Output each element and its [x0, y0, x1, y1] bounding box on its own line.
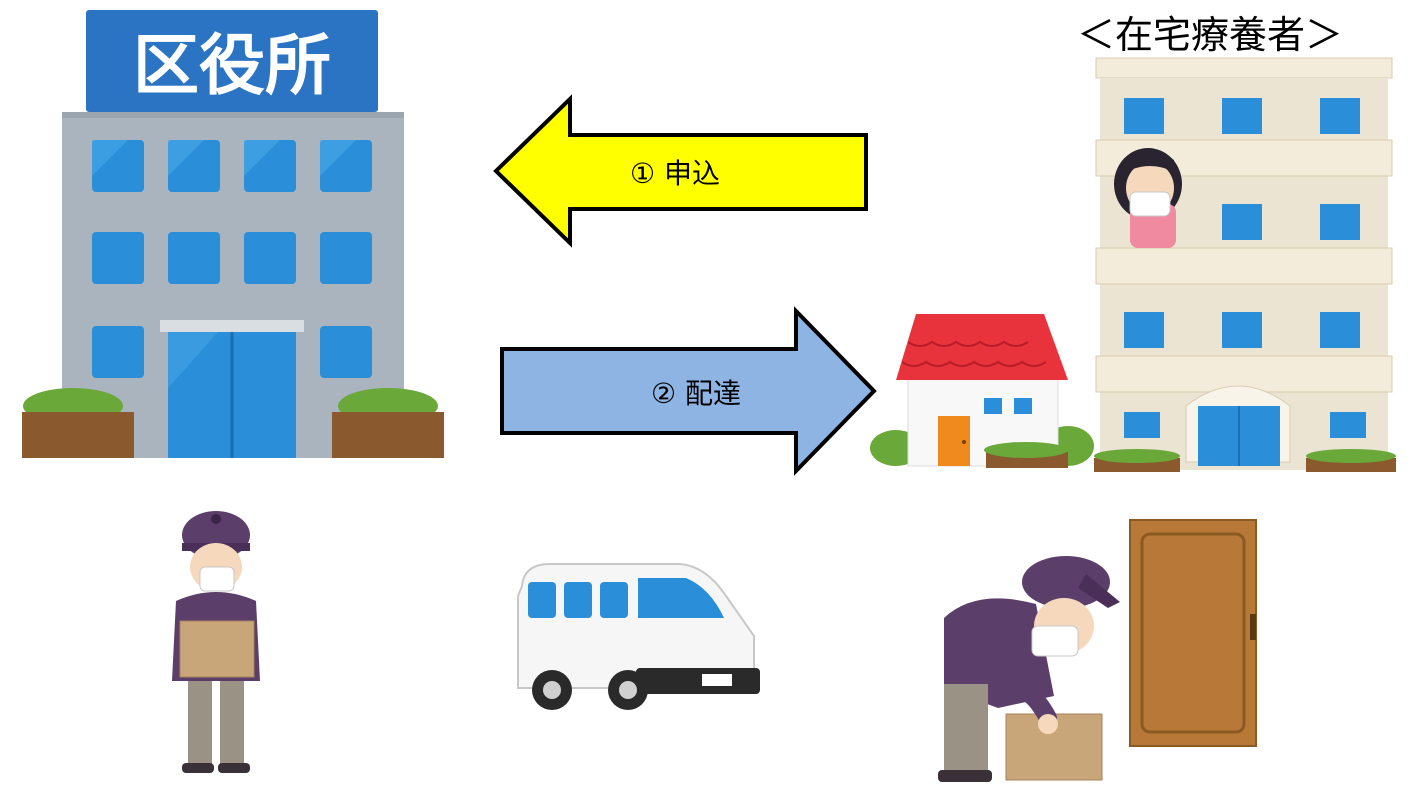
deliver-arrow-shape: [500, 306, 877, 476]
apartment-door: [1129, 519, 1257, 747]
van-wheels: [532, 670, 648, 710]
house-roof: [896, 314, 1068, 380]
apply-arrow-label: ① 申込: [630, 157, 720, 190]
delivery-van: [517, 563, 760, 710]
apartment-building: [1094, 57, 1396, 472]
apartment-windows: [1124, 98, 1366, 438]
ward-office-sign-text: 区役所: [133, 27, 331, 104]
delivery-person-at-door: [938, 519, 1257, 782]
house: [870, 314, 1094, 468]
deliver-arrow-label: ② 配達: [651, 377, 741, 410]
delivery-person-holding-box: [172, 511, 260, 773]
apply-arrow-shape: [493, 94, 868, 248]
home-patient-caption: ＜在宅療養者＞: [1077, 13, 1343, 57]
home-patient-caption-text: ＜在宅療養者＞: [1077, 13, 1343, 57]
ward-office-sign-board: [86, 10, 378, 112]
ward-office-planters: [22, 388, 444, 458]
masked-woman: [1114, 148, 1182, 248]
apply-arrow: ① 申込: [493, 94, 868, 248]
deliver-arrow: ② 配達: [500, 306, 877, 476]
package-box: [179, 620, 255, 678]
ward-office-building: 区役所: [22, 10, 444, 458]
